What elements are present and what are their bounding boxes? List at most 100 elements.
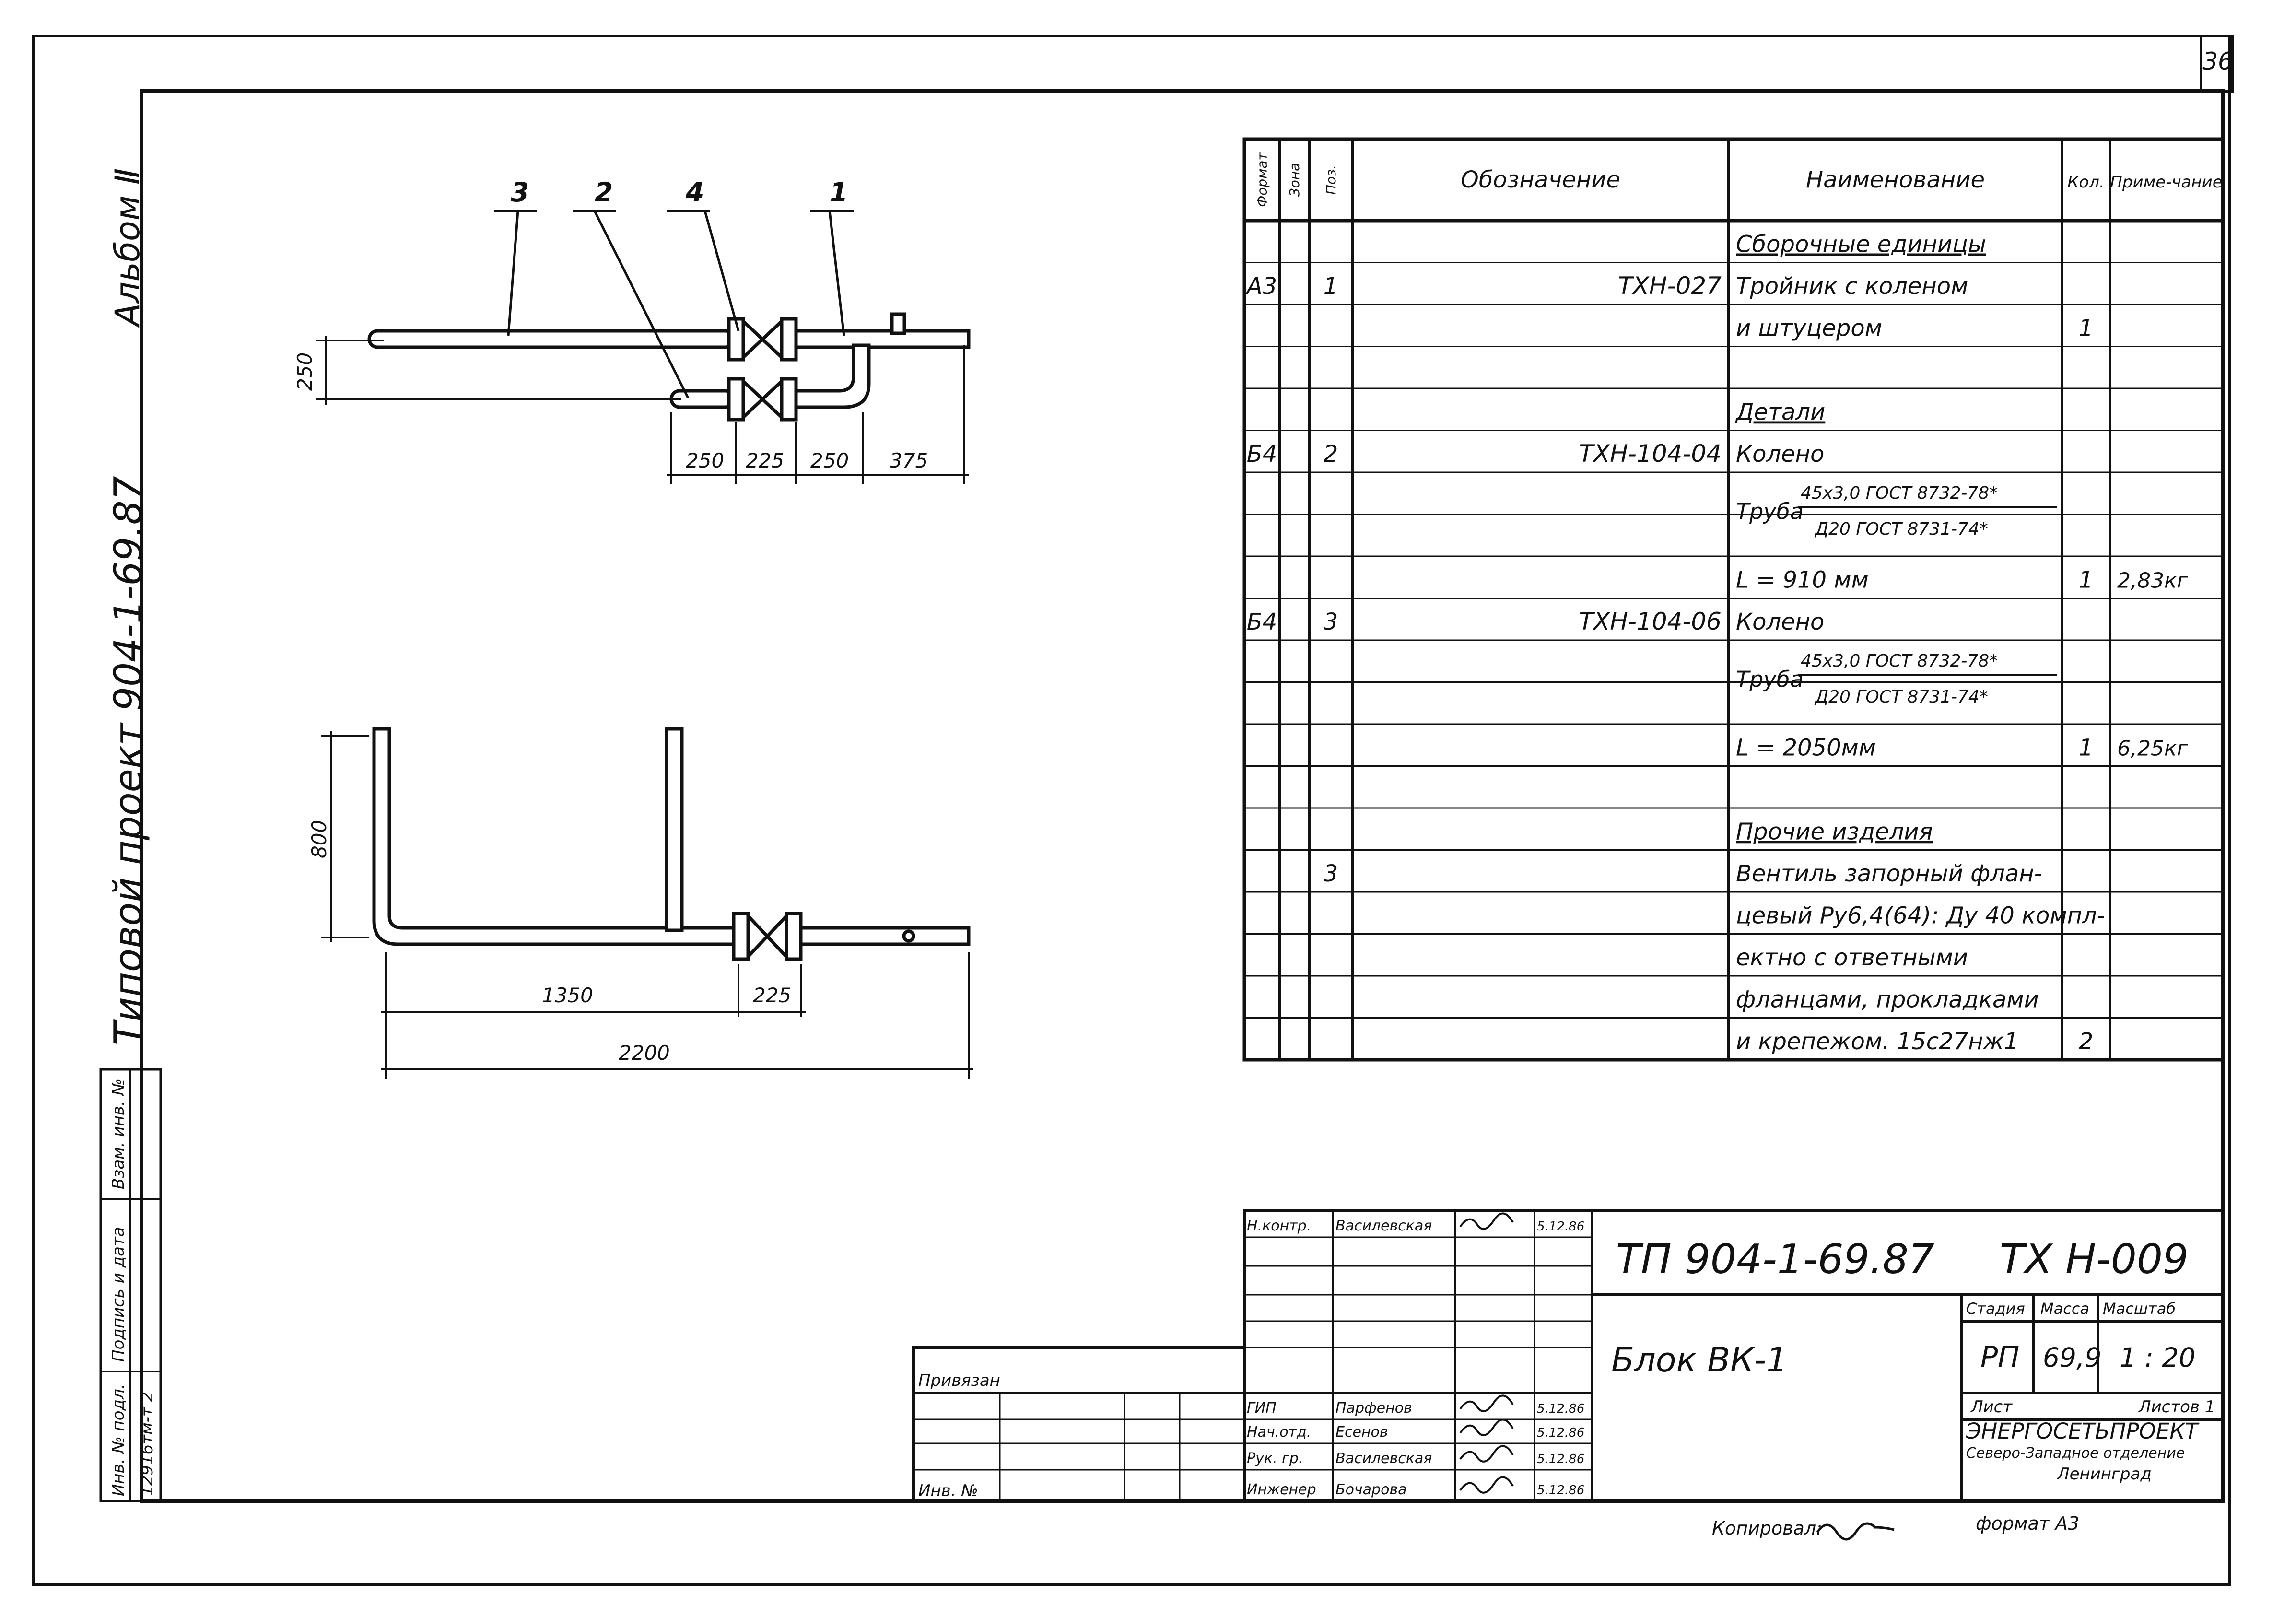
spec-cell-name: L = 2050мм [1736,735,1876,762]
signer-name: Василевская [1335,1450,1432,1467]
project-label: Типовой проект 904-1-69.87 [106,476,151,1045]
front-height-dim: 800 [307,820,331,858]
copied-label: Копировал: [1712,1518,1822,1539]
spec-header: Формат [1254,152,1270,207]
callout-4: 4 [685,177,704,208]
org-division: Северо-Западное отделение [1966,1445,2185,1462]
spec-cell-name: цевый Ру6,4(64): Ду 40 компл- [1736,902,2105,929]
front-dim-1350: 1350 [542,984,593,1007]
spec-cell-code: ТХН-104-06 [1579,608,1722,635]
spec-cell-name: Прочие изделия [1736,819,1933,845]
doc-code: ТП 904-1-69.87 [1616,1236,1934,1283]
spec-header: Приме-чание [2110,173,2222,192]
scale-value: 1 : 20 [2120,1342,2195,1373]
stage-value: РП [1980,1340,2019,1374]
side-stamp-vzam: Взам. инв. № [109,1078,128,1189]
spec-cell-code: ТХН-027 [1618,272,1722,300]
sheet-label: Лист [1970,1397,2013,1417]
mass-label: Масса [2040,1300,2089,1318]
spec-cell-note: 6,25кг [2117,737,2189,761]
mass-value: 69,9 [2043,1342,2101,1373]
top-view: 3 2 4 1 250 250 225 250 375 [293,177,971,484]
spec-cell-name: Тройник с коленом [1736,273,1968,300]
signer-role: Нач.отд. [1247,1424,1311,1441]
spec-cell-name: Детали [1735,399,1825,426]
spec-cell-name: и крепежом. 15с27нж1 [1736,1028,2018,1055]
front-pipe-branch [665,727,684,932]
title-block: ТП 904-1-69.87 ТХ Н-009 Блок ВК-1 Стадия… [912,1209,2224,1541]
signer-date: 5.12.86 [1537,1452,1584,1466]
spec-pipe-bottom: Д20 ГОСТ 8731-74* [1814,519,1988,539]
front-pipe-right [794,926,971,946]
stage-label: Стадия [1966,1300,2025,1318]
top-pipe-lower-bend [789,343,871,409]
signer-date: 5.12.86 [1537,1426,1584,1440]
spec-cell-name: Вентиль запорный флан- [1736,860,2042,887]
signer-role: Рук. гр. [1247,1450,1303,1467]
spec-cell-name: и штуцером [1736,315,1882,342]
valve-lower-icon [727,377,798,422]
format-label: формат А3 [1976,1513,2079,1534]
spec-header: Поз. [1323,165,1339,195]
spec-cell-pos: 3 [1324,860,1338,887]
spec-cell-name: Колено [1736,609,1824,635]
spec-header: Кол. [2067,173,2104,192]
signer-name: Есенов [1335,1424,1388,1441]
top-height-dim: 250 [293,352,316,391]
top-dim-4: 375 [890,449,928,472]
signer-signature [1459,1212,1514,1230]
callout-1: 1 [830,177,848,208]
front-pipe-main [372,727,745,946]
sheet-number: 36 [2202,47,2233,75]
signer-date: 5.12.86 [1537,1402,1584,1416]
top-dim-2: 225 [746,449,784,472]
spec-cell-qty: 2 [2079,1028,2094,1055]
outer-frame [32,35,2231,1586]
signer-signature [1459,1476,1514,1494]
spec-cell-name: ектно с ответными [1736,944,1968,971]
inv-label: Инв. № [918,1481,978,1500]
front-nipple [902,929,915,943]
signer-role: ГИП [1247,1400,1277,1417]
spec-cell-qty: 1 [2079,567,2094,594]
inner-frame [140,89,2225,1503]
org-name: ЭНЕРГОСЕТЬПРОЕКТ [1966,1418,2200,1444]
top-dim-1: 250 [686,449,724,472]
spec-cell-pos: 1 [1324,273,1338,300]
spec-cell-name: Сборочные единицы [1736,231,1986,258]
spec-cell-fmt: Б4 [1247,609,1277,635]
spec-cell-pos: 2 [1324,441,1338,468]
sheets-label: Листов 1 [2138,1397,2215,1417]
spec-pipe-bottom: Д20 ГОСТ 8731-74* [1814,687,1988,707]
spec-cell-code: ТХН-104-04 [1579,440,1722,468]
fitting-nipple [890,312,906,335]
spec-header: Наименование [1806,166,1985,193]
callout-3: 3 [511,177,529,208]
spec-header: Зона [1287,163,1302,197]
signer-role: Инженер [1247,1481,1316,1498]
signer-date: 5.12.86 [1537,1219,1584,1234]
signer-name: Василевская [1335,1218,1432,1234]
spec-pipe-top: 45х3,0 ГОСТ 8732-78* [1801,483,1998,503]
side-stamp-inv-value: 12916тм-т 2 [138,1392,157,1496]
spec-cell-note: 2,83кг [2117,569,2189,593]
sheet-number-box [2200,35,2234,93]
top-pipe-upper-right [789,329,971,349]
signer-signature [1459,1445,1514,1463]
valve-upper-icon [727,317,798,362]
spec-cell-qty: 1 [2079,315,2094,342]
album-label: Альбом Ⅱ [108,168,147,328]
copied-signature [1816,1522,1895,1541]
spec-cell-qty: 1 [2079,735,2094,762]
spec-frame [1242,137,2225,1062]
org-city: Ленинград [2056,1465,2152,1484]
side-stamp-podpis: Подпись и дата [109,1227,128,1362]
spec-cell-pos: 3 [1324,609,1338,635]
signer-date: 5.12.86 [1537,1483,1584,1498]
doc-code-2: ТХ Н-009 [2000,1236,2189,1283]
drawing-title: Блок ВК-1 [1611,1340,1788,1380]
top-dim-3: 250 [810,449,849,472]
side-stamp: Взам. инв. № Подпись и дата Инв. № подл.… [99,1068,162,1502]
spec-cell-fmt: А3 [1245,273,1277,300]
